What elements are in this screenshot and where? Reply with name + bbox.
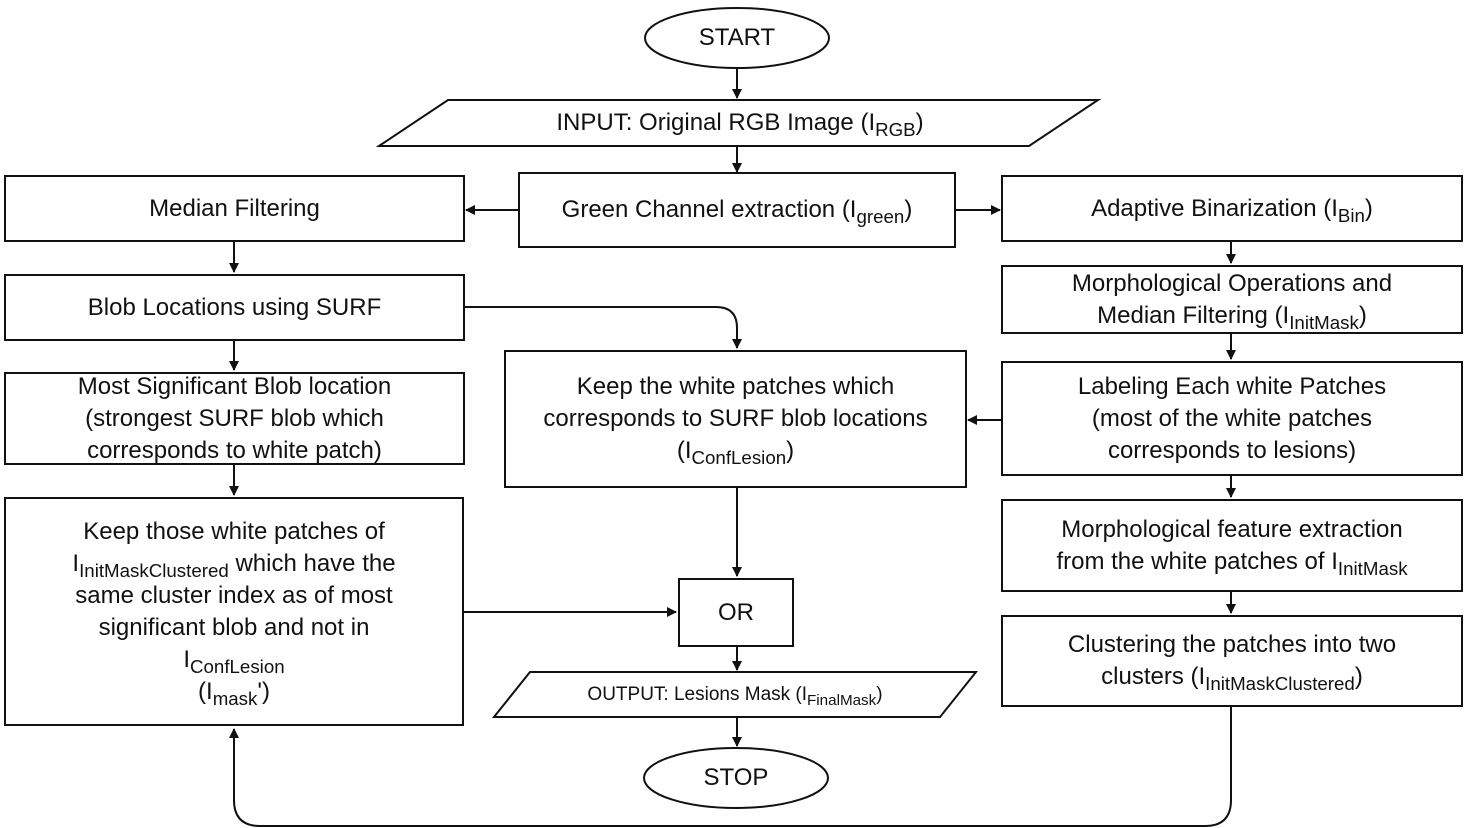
output-text: OUTPUT: Lesions Mask (I [587, 683, 808, 705]
keep-those-line2-suffix: which have the [228, 549, 396, 577]
morph-ops-line1: Morphological Operations and [1071, 269, 1393, 297]
clustering-line2: clusters (I [1101, 663, 1206, 690]
keep-white-patches-box: Keep the white patches which corresponds… [504, 350, 967, 488]
input-subscript: RGB [875, 118, 916, 140]
arrow-clustering-to-keep-those [229, 707, 1232, 827]
input-suffix: ) [915, 109, 924, 136]
green-text: Green Channel extraction (I [561, 196, 857, 223]
output-parallelogram [491, 671, 979, 718]
morph-ops-line2: Median Filtering (I [1097, 301, 1290, 329]
green-subscript: green [856, 205, 905, 227]
binarization-text: Adaptive Binarization (I [1091, 194, 1338, 222]
binarization-suffix: ) [1364, 194, 1373, 222]
clustering-suffix: ) [1354, 663, 1363, 690]
keep-those-line6-subscript: mask [212, 687, 258, 709]
input-label: INPUT: Original RGB Image (IRGB) [420, 100, 1060, 146]
morph-feat-subscript: InitMask [1337, 557, 1408, 579]
keep-white-suffix: ) [786, 437, 795, 464]
green-channel-box: Green Channel extraction (Igreen) [518, 172, 956, 248]
labeling-line2: (most of the white patches [1091, 404, 1373, 432]
output-label: OUTPUT: Lesions Mask (IFinalMask) [510, 672, 960, 717]
keep-white-line2: corresponds to SURF blob locations [543, 405, 928, 432]
output-subscript: FinalMask [807, 691, 877, 709]
clustering-subscript: InitMaskClustered [1205, 672, 1355, 694]
keep-those-line6-suffix: ') [257, 677, 270, 705]
labeling-line3: corresponds to lesions) [1107, 436, 1357, 464]
morph-feat-line2: from the white patches of I [1056, 547, 1338, 575]
keep-those-line3: same cluster index as of most [75, 581, 393, 609]
blob-locations-box: Blob Locations using SURF [4, 274, 465, 341]
keep-white-subscript: ConfLesion [691, 446, 787, 468]
keep-those-line6-main: (I [198, 677, 213, 705]
input-parallelogram [375, 99, 1102, 147]
most-sig-line3: corresponds to white patch) [87, 436, 382, 464]
adaptive-binarization-box: Adaptive Binarization (IBin) [1001, 175, 1463, 242]
stop-terminal [643, 747, 829, 809]
most-significant-blob-box: Most Significant Blob location (stronges… [4, 372, 465, 465]
clustering-line1: Clustering the patches into two [1067, 631, 1397, 658]
morph-feat-line1: Morphological feature extraction [1061, 515, 1403, 543]
binarization-subscript: Bin [1337, 204, 1365, 226]
clustering-box: Clustering the patches into two clusters… [1001, 615, 1463, 707]
arrow-blob-to-keep-white [464, 306, 742, 349]
green-suffix: ) [904, 196, 913, 223]
morph-ops-subscript: InitMask [1289, 311, 1359, 333]
median-text: Median Filtering [149, 194, 320, 222]
or-text: OR [718, 598, 754, 626]
median-filtering-box: Median Filtering [4, 175, 465, 242]
keep-those-line1: Keep those white patches of [83, 517, 385, 545]
labeling-box: Labeling Each white Patches (most of the… [1001, 361, 1463, 476]
morph-ops-suffix: ) [1358, 301, 1367, 329]
keep-white-line1: Keep the white patches which [576, 373, 895, 400]
output-suffix: ) [876, 683, 883, 705]
keep-those-line5-main: I [183, 645, 191, 673]
input-text: INPUT: Original RGB Image (I [556, 109, 876, 136]
morphological-feature-box: Morphological feature extraction from th… [1001, 499, 1463, 592]
start-label: START [698, 24, 776, 51]
keep-those-line2-subscript: InitMaskClustered [79, 559, 229, 581]
keep-those-line4: significant blob and not in [98, 613, 370, 641]
keep-white-line3: (I [676, 437, 692, 464]
morphological-operations-box: Morphological Operations and Median Filt… [1001, 265, 1463, 334]
or-box: OR [678, 578, 794, 647]
most-sig-line2: (strongest SURF blob which [85, 404, 384, 432]
keep-those-patches-box: Keep those white patches of IInitMaskClu… [4, 497, 464, 726]
most-sig-line1: Most Significant Blob location [77, 372, 392, 400]
blob-text: Blob Locations using SURF [87, 293, 382, 321]
labeling-line1: Labeling Each white Patches [1077, 372, 1387, 400]
keep-those-line5-subscript: ConfLesion [190, 655, 285, 677]
stop-label: STOP [703, 764, 769, 791]
keep-those-line2-main: I [72, 549, 80, 577]
